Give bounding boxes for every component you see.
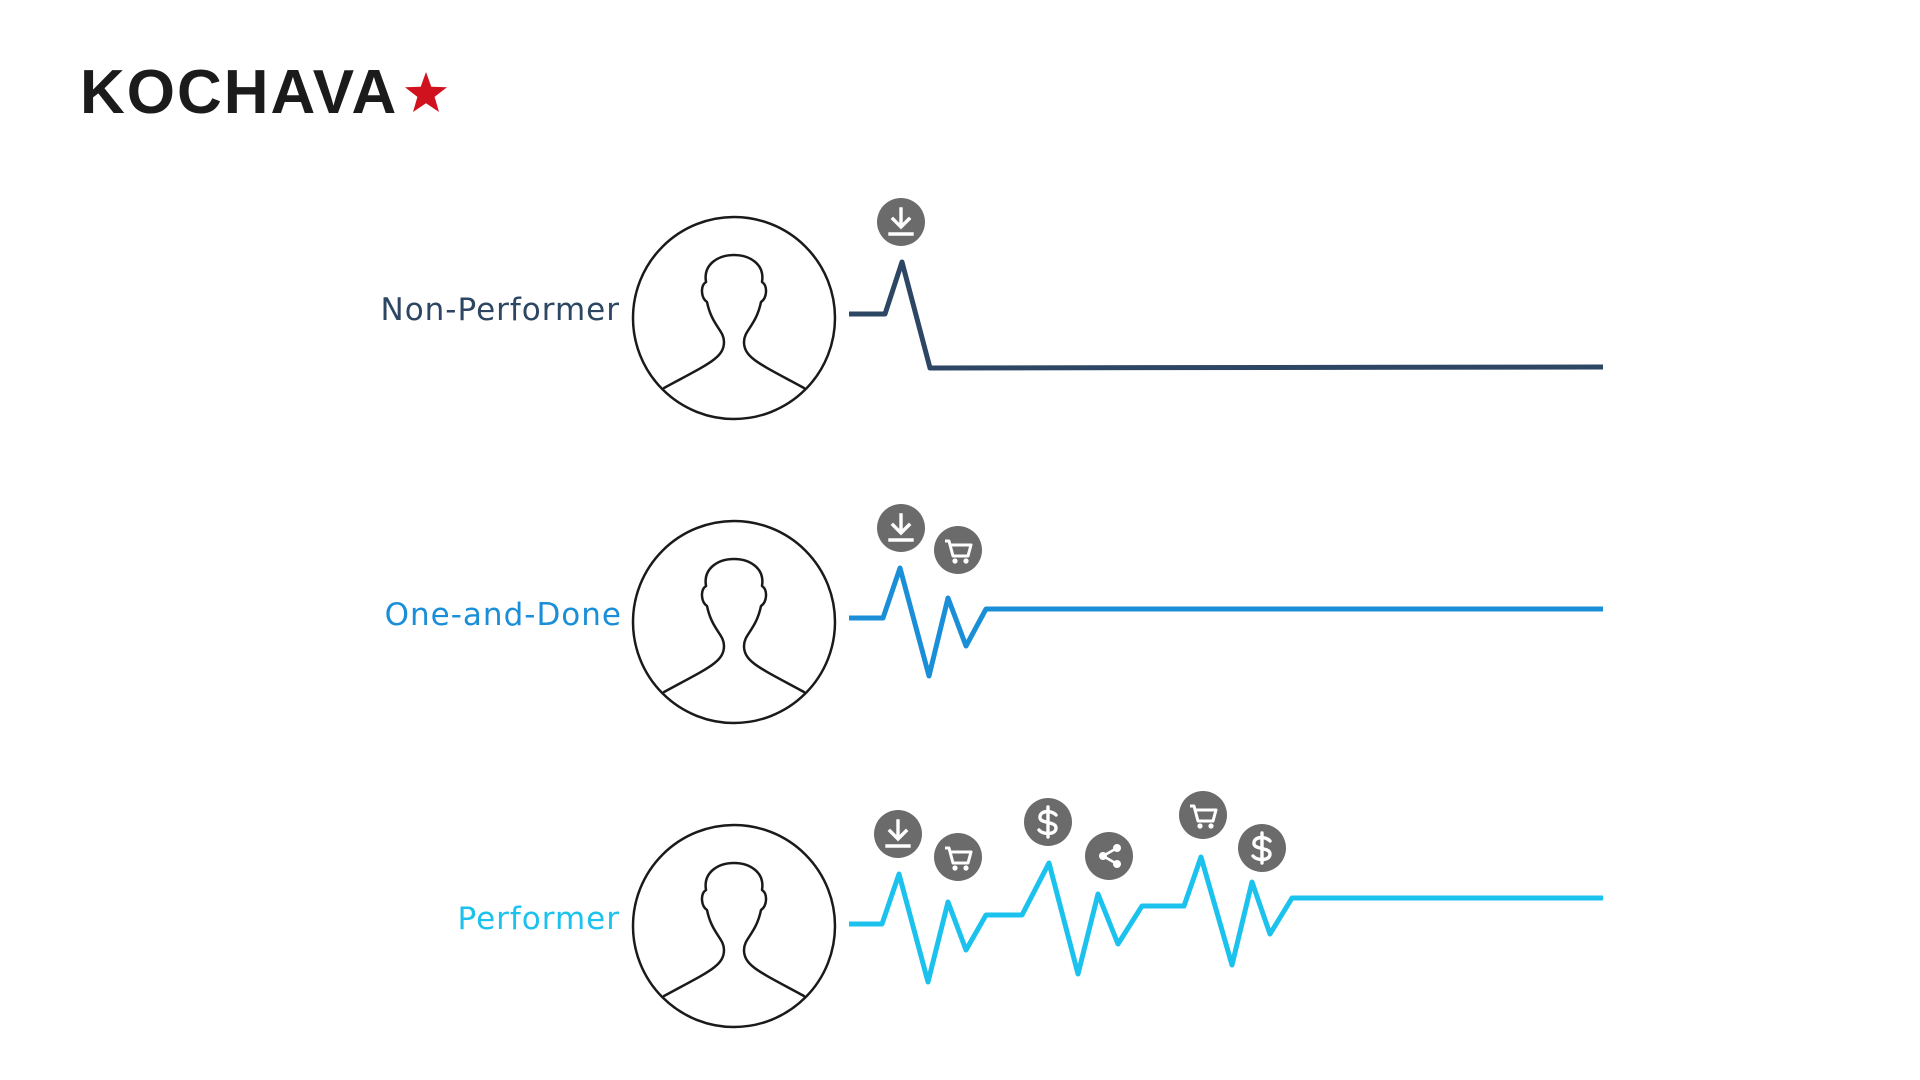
label-one-and-done: One-and-Done: [384, 597, 622, 633]
download-icon: [874, 810, 922, 858]
cart-icon: [934, 526, 982, 574]
cart-icon: [1179, 791, 1227, 839]
avatar-one-and-done: [631, 519, 837, 725]
avatar-non-performer: [631, 215, 837, 421]
activity-line-one-and-done: [849, 565, 1603, 679]
label-non-performer: Non-Performer: [380, 292, 620, 328]
cart-icon: [934, 833, 982, 881]
logo-text: KOCHAVA: [80, 58, 399, 127]
kochava-logo: KOCHAVA: [80, 62, 448, 124]
label-performer: Performer: [457, 901, 620, 937]
dollar-icon: [1238, 824, 1286, 872]
share-icon: [1085, 832, 1133, 880]
activity-line-performer: [849, 854, 1603, 985]
dollar-icon: [1024, 798, 1072, 846]
download-icon: [877, 504, 925, 552]
star-icon: [405, 72, 448, 112]
download-icon: [877, 198, 925, 246]
avatar-performer: [631, 823, 837, 1029]
activity-line-non-performer: [849, 259, 1604, 371]
